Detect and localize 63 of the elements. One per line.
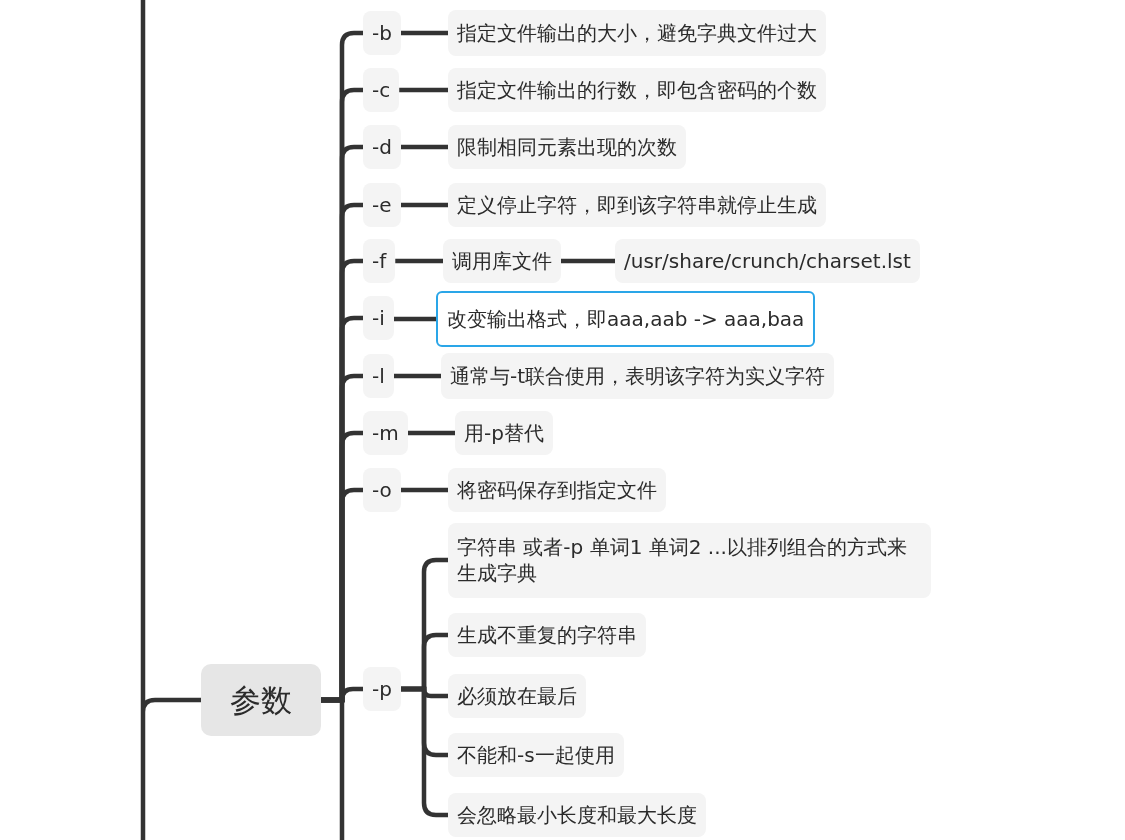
connector-line — [395, 258, 443, 264]
topic-box — [363, 125, 401, 169]
topic-text: 字符串 或者-p 单词1 单词2 ...以排列组合的方式来生成字典 — [457, 534, 908, 586]
topic-text: -b — [372, 20, 392, 46]
topic-box — [615, 239, 920, 283]
topic-text: 会忽略最小长度和最大长度 — [457, 802, 697, 828]
topic-box — [363, 667, 401, 711]
topic-box — [363, 296, 394, 340]
connector-line — [393, 316, 436, 322]
connector-line — [321, 686, 363, 703]
topic-text: -o — [372, 477, 392, 503]
topic-text: -c — [372, 77, 391, 103]
connector-line — [399, 87, 448, 93]
selected-topic-box — [436, 291, 816, 347]
topic-text: 调用库文件 — [452, 248, 552, 274]
topic-box — [448, 733, 624, 777]
topic-text: /usr/share/crunch/charset.lst — [624, 248, 911, 274]
topic-text: 必须放在最后 — [457, 683, 577, 709]
connector-line — [400, 487, 448, 493]
topic-box — [448, 793, 706, 837]
topic-box — [448, 183, 826, 227]
topic-box — [448, 613, 646, 657]
connector-line — [407, 430, 455, 436]
topic-text: 定义停止字符，即到该字符串就停止生成 — [457, 192, 817, 218]
topic-text: 改变输出格式，即aaa,aab -> aaa,baa — [447, 306, 805, 332]
topic-box — [363, 239, 396, 283]
topic-text: -d — [372, 134, 392, 160]
topic-box — [363, 11, 401, 55]
topic-box — [363, 468, 401, 512]
topic-text: 将密码保存到指定文件 — [457, 477, 657, 503]
topic-box — [448, 522, 931, 598]
topic-text: 指定文件输出的大小，避免字典文件过大 — [457, 20, 817, 46]
topic-text: -m — [372, 420, 399, 446]
topic-text: 用-p替代 — [464, 420, 544, 446]
topic-box — [448, 468, 666, 512]
topic-text: -p — [372, 676, 392, 702]
topic-box — [448, 674, 586, 718]
topic-box — [363, 68, 400, 112]
connector-line — [561, 258, 615, 264]
topic-text: 指定文件输出的行数，即包含密码的个数 — [457, 77, 817, 103]
topic-box — [443, 239, 561, 283]
topic-text: 限制相同元素出现的次数 — [457, 134, 677, 160]
topic-text: -l — [372, 363, 385, 389]
topic-box — [448, 10, 826, 56]
topic-box — [201, 664, 321, 736]
connector-line — [400, 30, 448, 36]
topic-text: -i — [372, 305, 385, 331]
topic-box — [455, 411, 553, 455]
topic-text: 生成不重复的字符串 — [457, 622, 637, 648]
topic-box — [448, 68, 826, 112]
topic-box — [363, 183, 401, 227]
topic-box — [363, 354, 394, 398]
topic-box — [441, 353, 835, 399]
topic-text: 通常与-t联合使用，表明该字符为实义字符 — [450, 363, 826, 389]
connector-line — [393, 373, 441, 379]
topic-box — [363, 411, 408, 455]
topic-text: -f — [372, 248, 387, 274]
topic-text: -e — [372, 192, 392, 218]
topic-text: 不能和-s一起使用 — [457, 742, 615, 768]
connector-line — [400, 202, 448, 208]
topic-box — [448, 125, 686, 169]
connector-line — [400, 144, 448, 150]
topic-text: 参数 — [230, 680, 292, 720]
